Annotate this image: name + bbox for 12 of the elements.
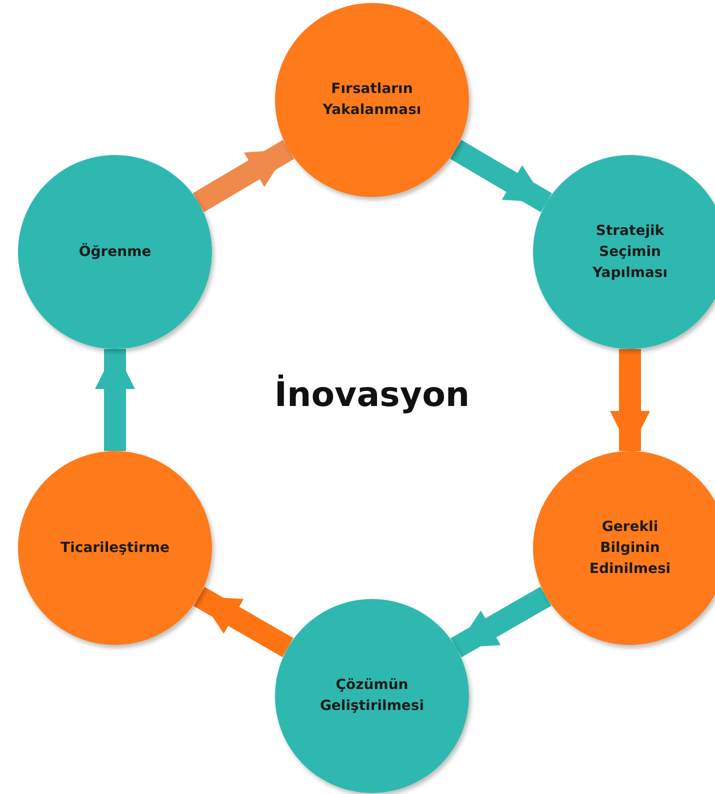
step-label: Çözümün Geliştirilmesi <box>318 676 426 716</box>
block-arrow <box>450 586 552 658</box>
step-label: Gerekli Bilginin Edinilmesi <box>588 518 672 578</box>
step-label: Öğrenme <box>78 242 152 262</box>
step-label: Fırsatların Yakalanması <box>322 80 422 120</box>
block-arrow <box>610 349 650 451</box>
block-arrow <box>95 349 135 451</box>
step-label: Ticarileştirme <box>60 538 170 558</box>
block-arrow <box>450 140 552 212</box>
diagram-title: İnovasyon <box>273 375 471 415</box>
step-label: Stratejik Seçimin Yapılması <box>591 222 669 282</box>
block-arrow <box>192 140 294 212</box>
